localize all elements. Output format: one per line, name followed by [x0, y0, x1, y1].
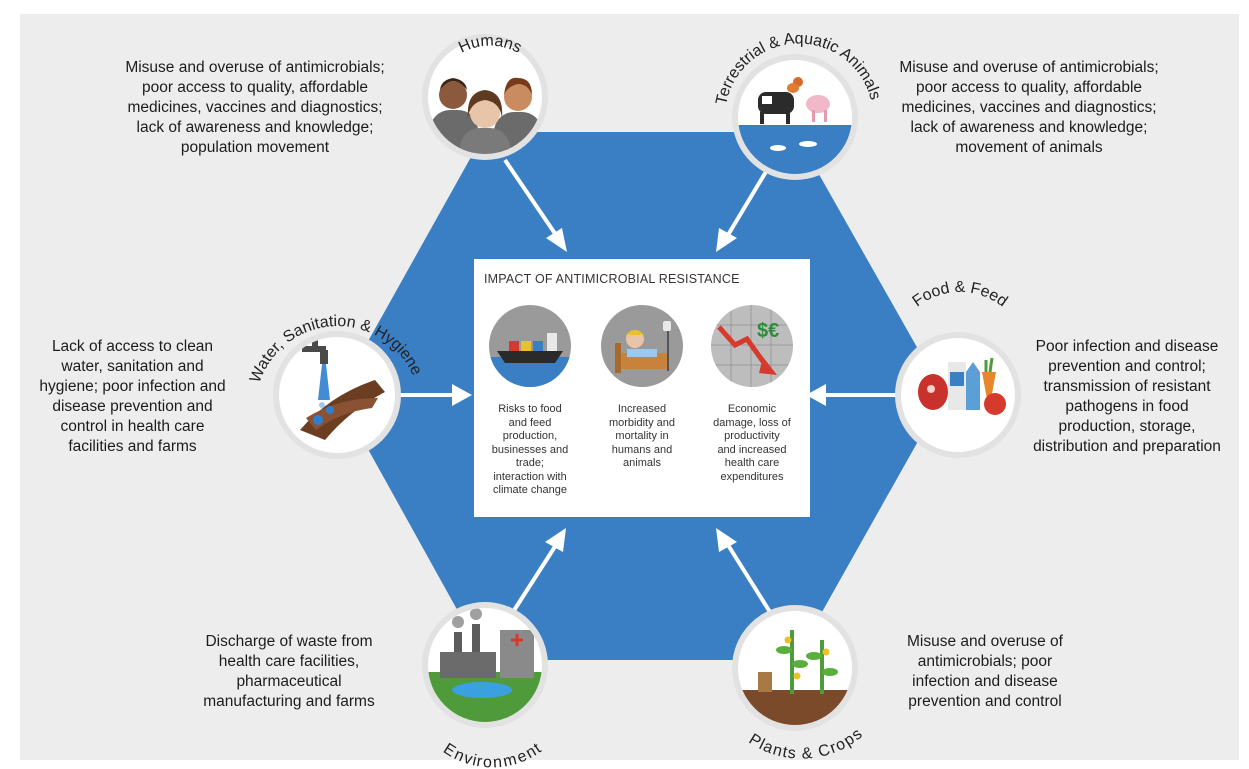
- environment-description: Discharge of waste from health care faci…: [203, 633, 375, 710]
- sector-label-food: Food & Feed: [910, 279, 1011, 310]
- food-description: Poor infection and disease prevention an…: [1033, 338, 1221, 455]
- arrows: [396, 158, 900, 614]
- impact-text-trade: Risks to food and feed production, busin…: [491, 403, 569, 496]
- arrow-food: [806, 384, 900, 406]
- impact-item-health: Increased morbidity and mortality in hum…: [592, 305, 692, 471]
- sector-label-plants: Plants & Crops: [746, 726, 866, 763]
- impact-text-health: Increased morbidity and mortality in hum…: [608, 403, 676, 469]
- sector-label-environment: Environment: [440, 740, 544, 769]
- impact-item-economy: $€ Economic damage, loss of productivity…: [702, 305, 802, 484]
- hospital-patient-icon: [601, 305, 683, 387]
- impact-panel: IMPACT OF ANTIMICROBIAL RESISTANCE Risks…: [474, 259, 810, 517]
- impact-item-trade: Risks to food and feed production, busin…: [480, 305, 580, 498]
- wash-description: Lack of access to clean water, sanitatio…: [39, 338, 226, 455]
- falling-currency-chart-icon: $€: [711, 305, 793, 387]
- arrow-environment: [511, 528, 566, 614]
- arrow-wash: [396, 384, 472, 406]
- impact-text-economy: Economic damage, loss of productivity an…: [713, 403, 791, 483]
- arrow-animals: [716, 163, 772, 252]
- plants-description: Misuse and overuse of antimicrobials; po…: [907, 633, 1063, 710]
- animals-description: Misuse and overuse of antimicrobials; po…: [899, 59, 1159, 156]
- humans-description: Misuse and overuse of antimicrobials; po…: [125, 59, 385, 156]
- arrow-plants: [716, 528, 772, 614]
- factory-hospital-icon: [428, 608, 542, 722]
- food-items-icon: [918, 357, 1006, 415]
- impact-title: IMPACT OF ANTIMICROBIAL RESISTANCE: [484, 272, 740, 286]
- cargo-ship-icon: [489, 305, 571, 387]
- handwashing-icon: [300, 340, 385, 440]
- currency-symbol: $€: [757, 320, 779, 342]
- arrow-humans: [503, 158, 567, 252]
